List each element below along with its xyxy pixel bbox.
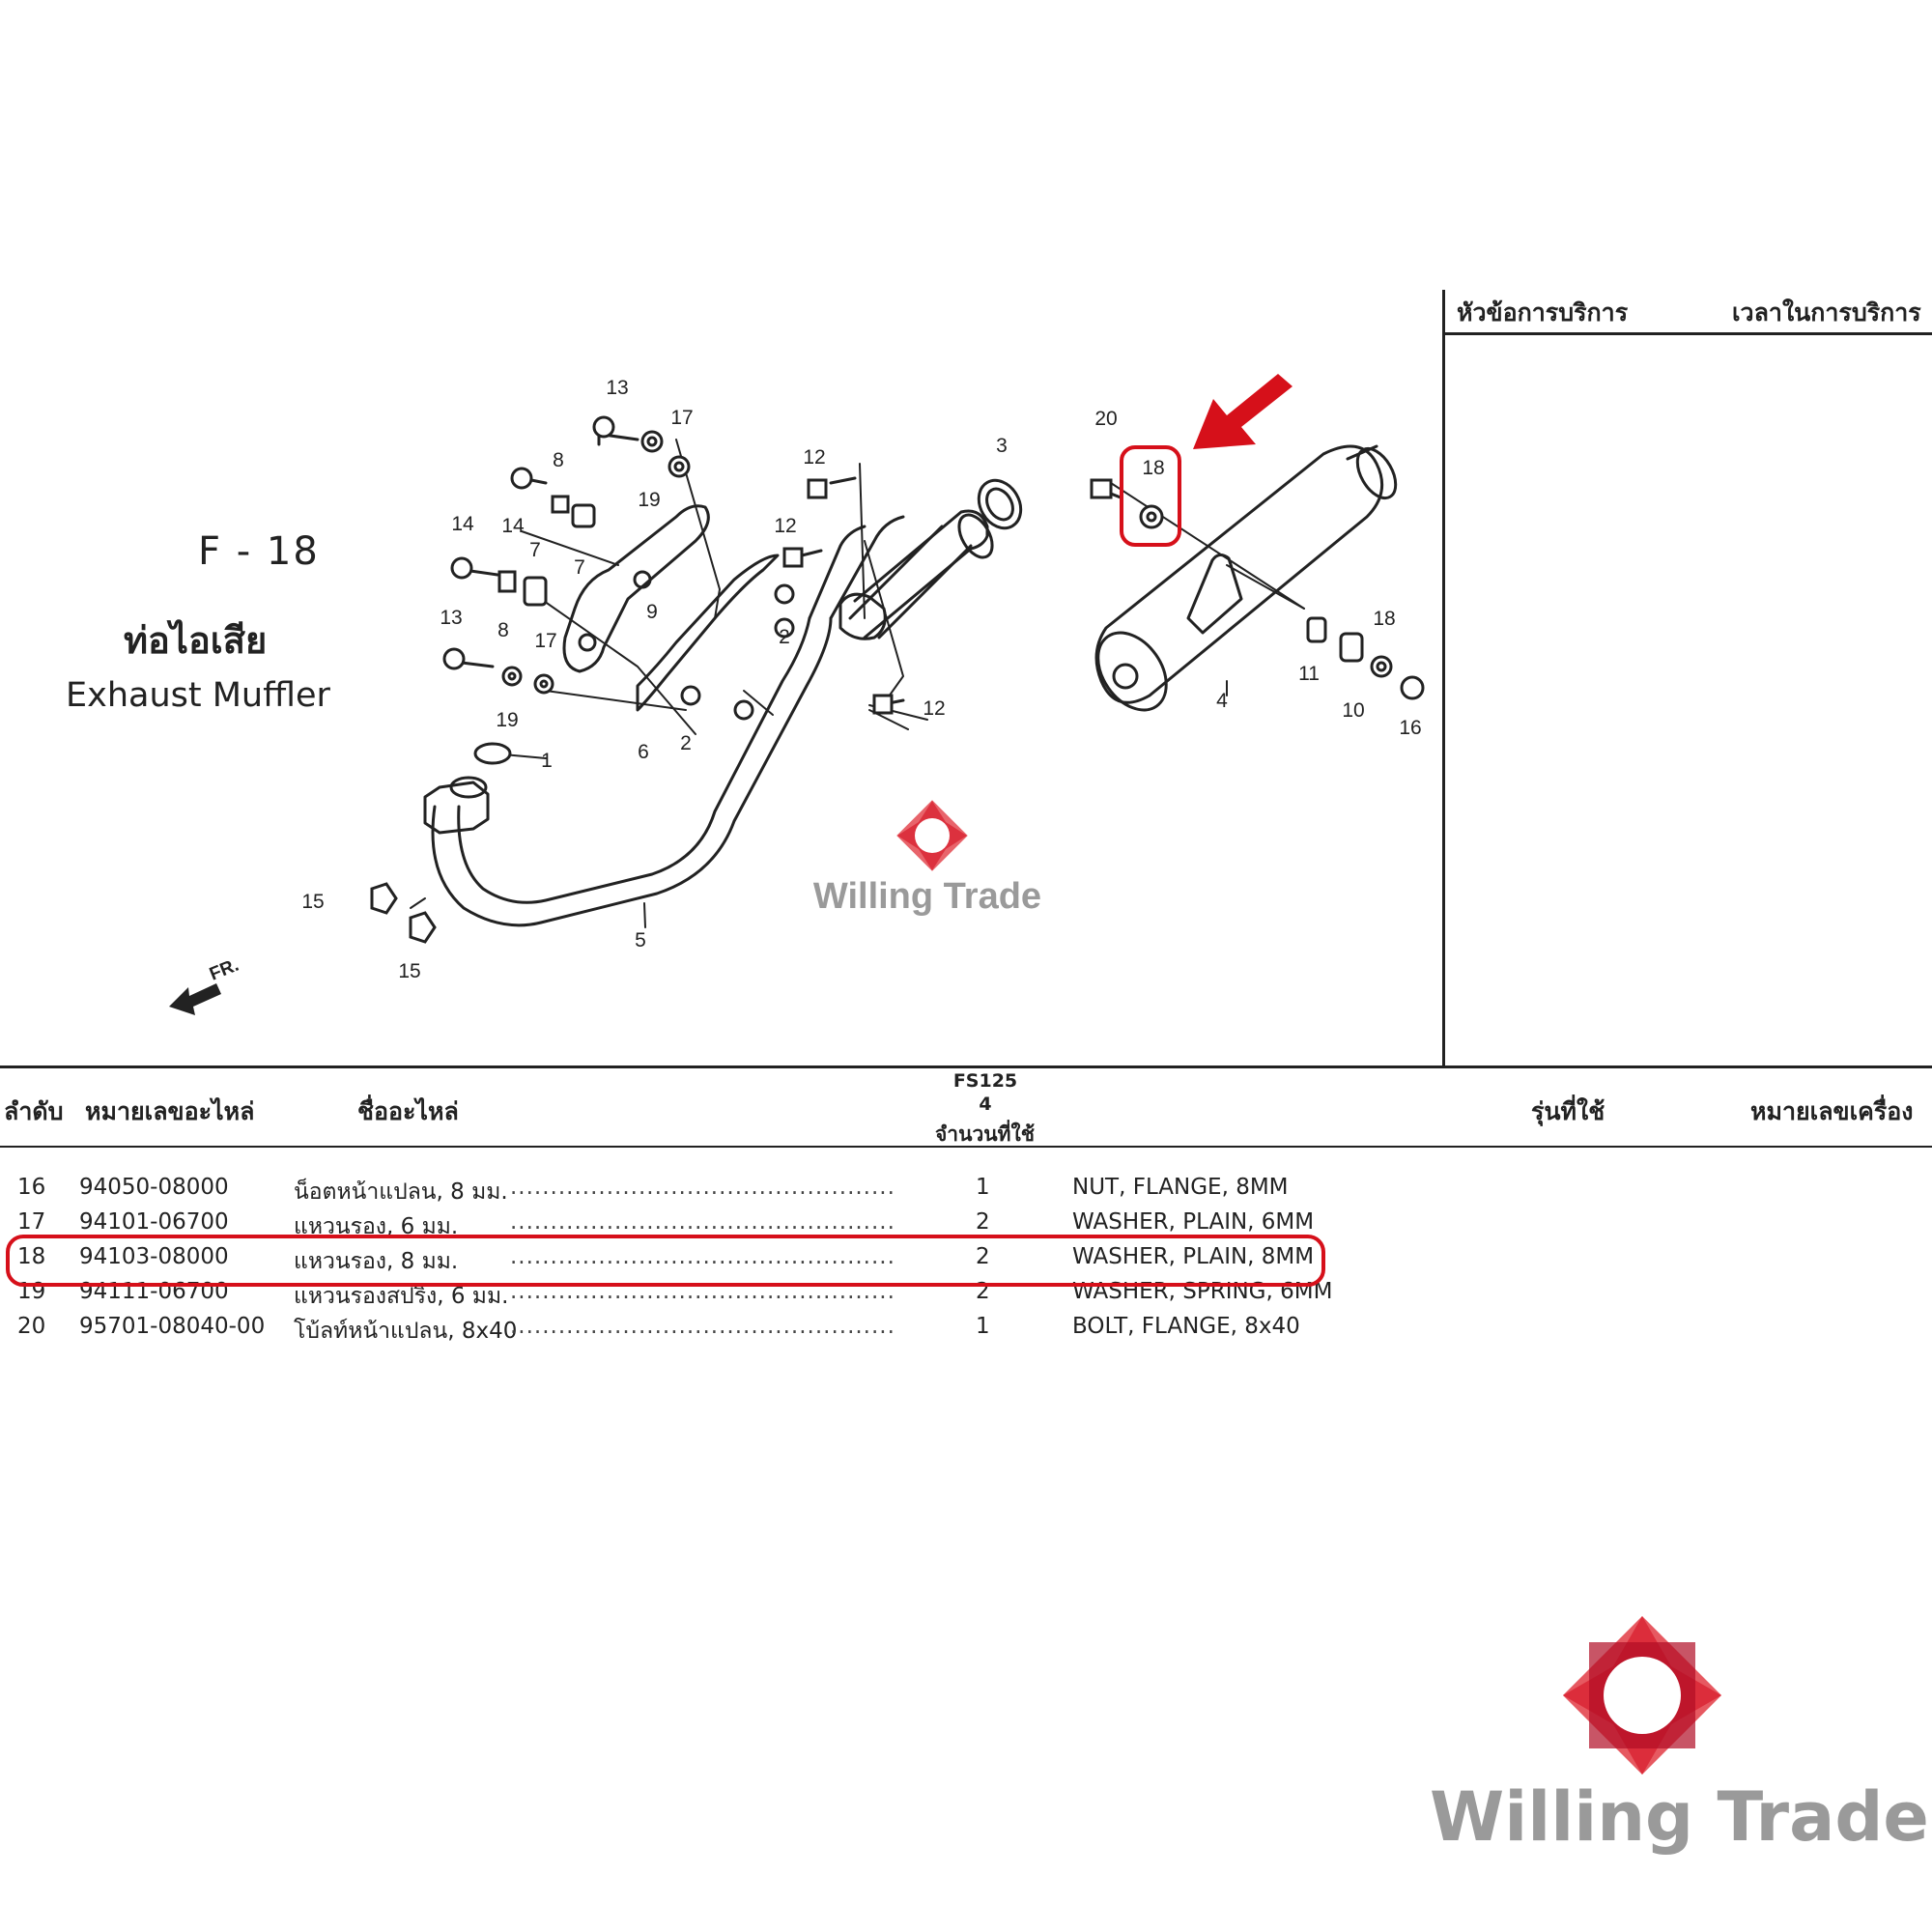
col-header-usage-model: รุ่นที่ใช้ [1531,1097,1605,1125]
cell-qty: 1 [976,1175,990,1200]
cell-name-en: BOLT, FLANGE, 8x40 [1072,1314,1300,1339]
cell-no: 17 [17,1209,46,1235]
callout: 14 [501,515,525,537]
table-header-rule [0,1146,1932,1148]
leader-dots: ........................................… [510,1244,893,1269]
service-panel-divider [1442,290,1445,1067]
callout: 17 [534,630,556,652]
cell-part-no: 94101-06700 [79,1209,229,1235]
figure-title-english: Exhaust Muffler [66,676,330,715]
watermark-text: Willing Trade [1430,1777,1929,1857]
callout: 7 [529,539,541,561]
col-header-qty: จำนวนที่ใช้ [935,1122,1035,1146]
bracket-9 [562,504,710,673]
table-row: 20 95701-08040-00 โบ้ลท์หน้าแปลน, 8x40 .… [0,1314,1932,1347]
col-header-no: ลำดับ [4,1097,64,1125]
cell-part-no: 94050-08000 [79,1175,229,1200]
callout: 2 [680,732,692,754]
callout: 13 [440,607,462,629]
bolt-13-top [592,415,615,439]
table-row: 16 94050-08000 น็อตหน้าแปลน, 8 มม. .....… [0,1175,1932,1208]
heat-shield [848,525,973,639]
callout: 4 [1216,690,1228,712]
callout: 15 [398,960,420,982]
exhaust-pipe-inner [457,616,811,904]
callout: 8 [553,449,564,471]
callout: 18 [1142,457,1164,479]
exhaust-exploded-diagram: FR. 1 2 2 3 4 5 6 7 7 8 8 9 10 11 12 12 … [169,374,1425,1015]
service-topic-header: หัวข้อการบริการ [1457,298,1629,327]
highlight-box-18 [1120,445,1181,547]
callout: 15 [301,891,324,913]
callout: 12 [803,446,825,469]
callout: 18 [1373,608,1395,630]
service-time-header: เวลาในการบริการ [1732,298,1921,327]
front-label: FR. [207,955,242,985]
callout: 9 [646,601,658,623]
callout: 7 [574,556,585,579]
model-header: FS125 [952,1070,1018,1092]
callout: 17 [670,407,693,429]
leader-dots: ........................................… [510,1209,893,1235]
cell-part-no: 94103-08000 [79,1244,229,1269]
col-header-part-name: ชื่ออะไหล่ [357,1097,459,1125]
col-header-part-no: หมายเลขอะไหล่ [85,1097,255,1125]
callout: 12 [774,515,796,537]
figure-title-thai: ท่อไอเสีย [124,619,268,662]
exhaust-pipe-shape [431,616,833,927]
leader-dots: ........................................… [510,1314,893,1339]
callout: 19 [496,709,518,731]
cell-name-en: WASHER, PLAIN, 8MM [1072,1244,1315,1269]
watermark-text-small: Willing Trade [813,876,1041,917]
callout: 12 [923,697,945,720]
cell-qty: 1 [976,1314,990,1339]
callout: 11 [1298,663,1320,685]
cell-qty: 2 [976,1244,990,1269]
cell-name-th: น็อตหน้าแปลน, 8 มม. [294,1179,508,1205]
cell-qty: 2 [976,1209,990,1235]
bracket-6 [636,554,780,712]
figure-code: F - 18 [198,529,320,574]
callout: 10 [1342,699,1364,722]
table-top-rule [0,1065,1932,1068]
callout: 2 [779,626,790,648]
callout: 19 [638,489,660,511]
gasket-1 [473,742,512,765]
model-variant-header: 4 [979,1094,992,1115]
cell-name-th: แหวนรอง, 8 มม. [294,1249,459,1274]
highlight-row-box [6,1235,1325,1287]
table-row-highlighted: 18 94103-08000 แหวนรอง, 8 มม. ..........… [0,1244,1932,1277]
cell-no: 20 [17,1314,46,1339]
cell-name-th: โบ้ลท์หน้าแปลน, 8x40 [294,1319,518,1344]
red-arrow [1193,374,1293,449]
service-panel-header-rule [1442,332,1932,335]
cell-part-no: 95701-08040-00 [79,1314,266,1339]
callout: 13 [606,377,628,399]
callout: 1 [541,750,553,772]
watermark-logo-small [896,800,968,871]
callout: 6 [638,741,649,763]
callout: 16 [1399,717,1421,739]
callout: 3 [996,435,1008,457]
cell-no: 16 [17,1175,46,1200]
front-arrow [169,983,221,1015]
cell-name-th: แหวนรองสปริง, 6 มม. [294,1284,509,1309]
watermark-logo [1562,1615,1722,1776]
cell-name-en: WASHER, PLAIN, 6MM [1072,1209,1315,1235]
callout: 20 [1094,408,1117,430]
muffler-body [1094,444,1384,704]
callout: 5 [635,929,646,952]
callout: 8 [497,619,509,641]
leader-dots: ........................................… [510,1175,893,1200]
callout: 14 [451,513,474,535]
cell-name-en: NUT, FLANGE, 8MM [1072,1175,1289,1200]
col-header-engine-no: หมายเลขเครื่อง [1750,1097,1914,1125]
